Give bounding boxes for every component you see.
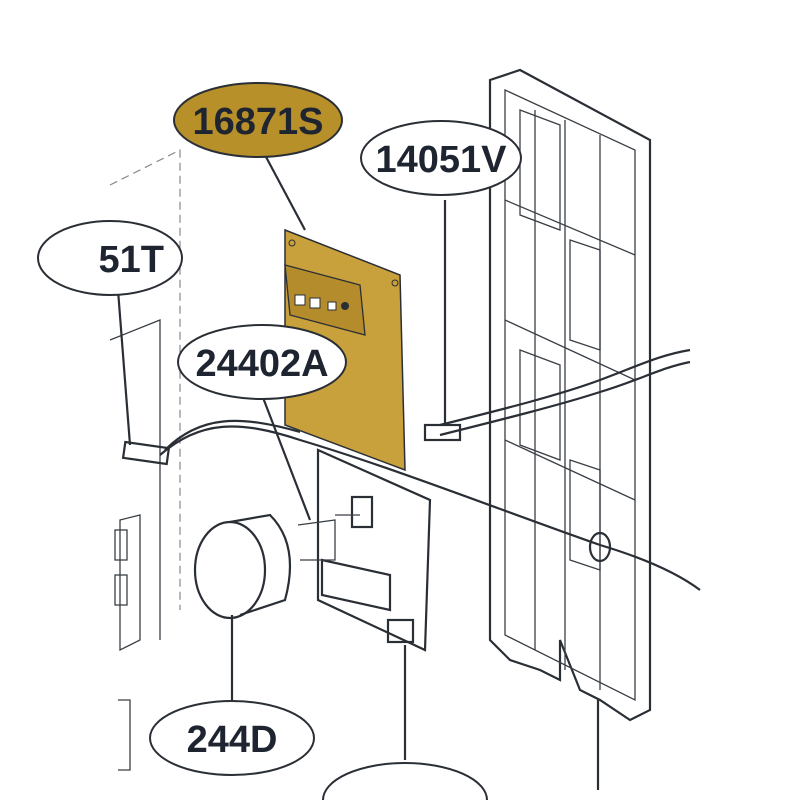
callout-label: 24402A (195, 343, 328, 385)
lower-board (316, 448, 432, 652)
callout-label: 16871S (192, 101, 323, 143)
callout-16871S[interactable]: 16871S (173, 82, 343, 158)
leader-lines (116, 154, 600, 790)
control-board-16871S (284, 228, 406, 472)
callout-51T[interactable]: 51T (37, 220, 183, 296)
callout-cut-off (322, 762, 488, 800)
callout-244D[interactable]: 244D (149, 700, 315, 776)
wire-harness (121, 348, 701, 591)
knob-244D (193, 513, 360, 620)
callout-label: 244D (187, 719, 278, 761)
callout-label: 51T (99, 239, 164, 281)
callout-24402A[interactable]: 24402A (177, 324, 347, 400)
callout-14051V[interactable]: 14051V (360, 120, 522, 196)
filter-frame (488, 68, 652, 722)
housing-outline (109, 149, 181, 771)
callout-label: 14051V (375, 139, 507, 181)
